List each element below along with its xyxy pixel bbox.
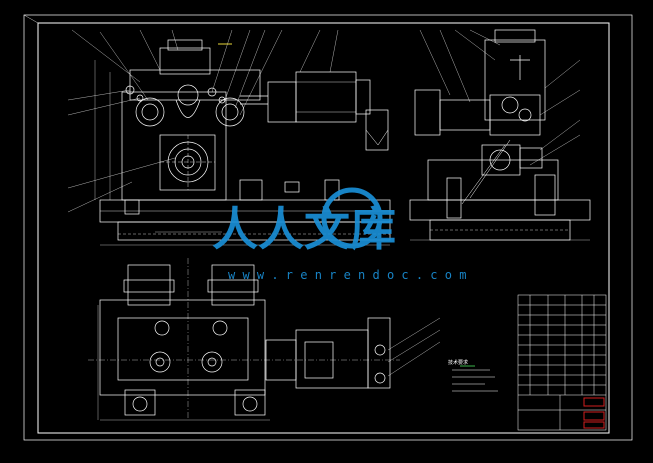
sheet-outer-border (23, 14, 633, 441)
sheet-inner-frame (37, 22, 610, 434)
side-view (409, 29, 591, 241)
title-block (517, 294, 607, 431)
front-view (67, 29, 391, 246)
watermark-ring-icon (321, 187, 383, 249)
watermark-text: 人人文库 (212, 202, 396, 256)
title-block-stamps (218, 43, 605, 429)
top-view (88, 258, 441, 421)
notes-heading: 技术要求 (448, 359, 468, 366)
watermark: 人人文库 w w w . r e n r e n d o c . c o m (212, 187, 466, 282)
technical-notes (452, 369, 498, 392)
watermark-url: w w w . r e n r e n d o c . c o m (228, 268, 466, 282)
